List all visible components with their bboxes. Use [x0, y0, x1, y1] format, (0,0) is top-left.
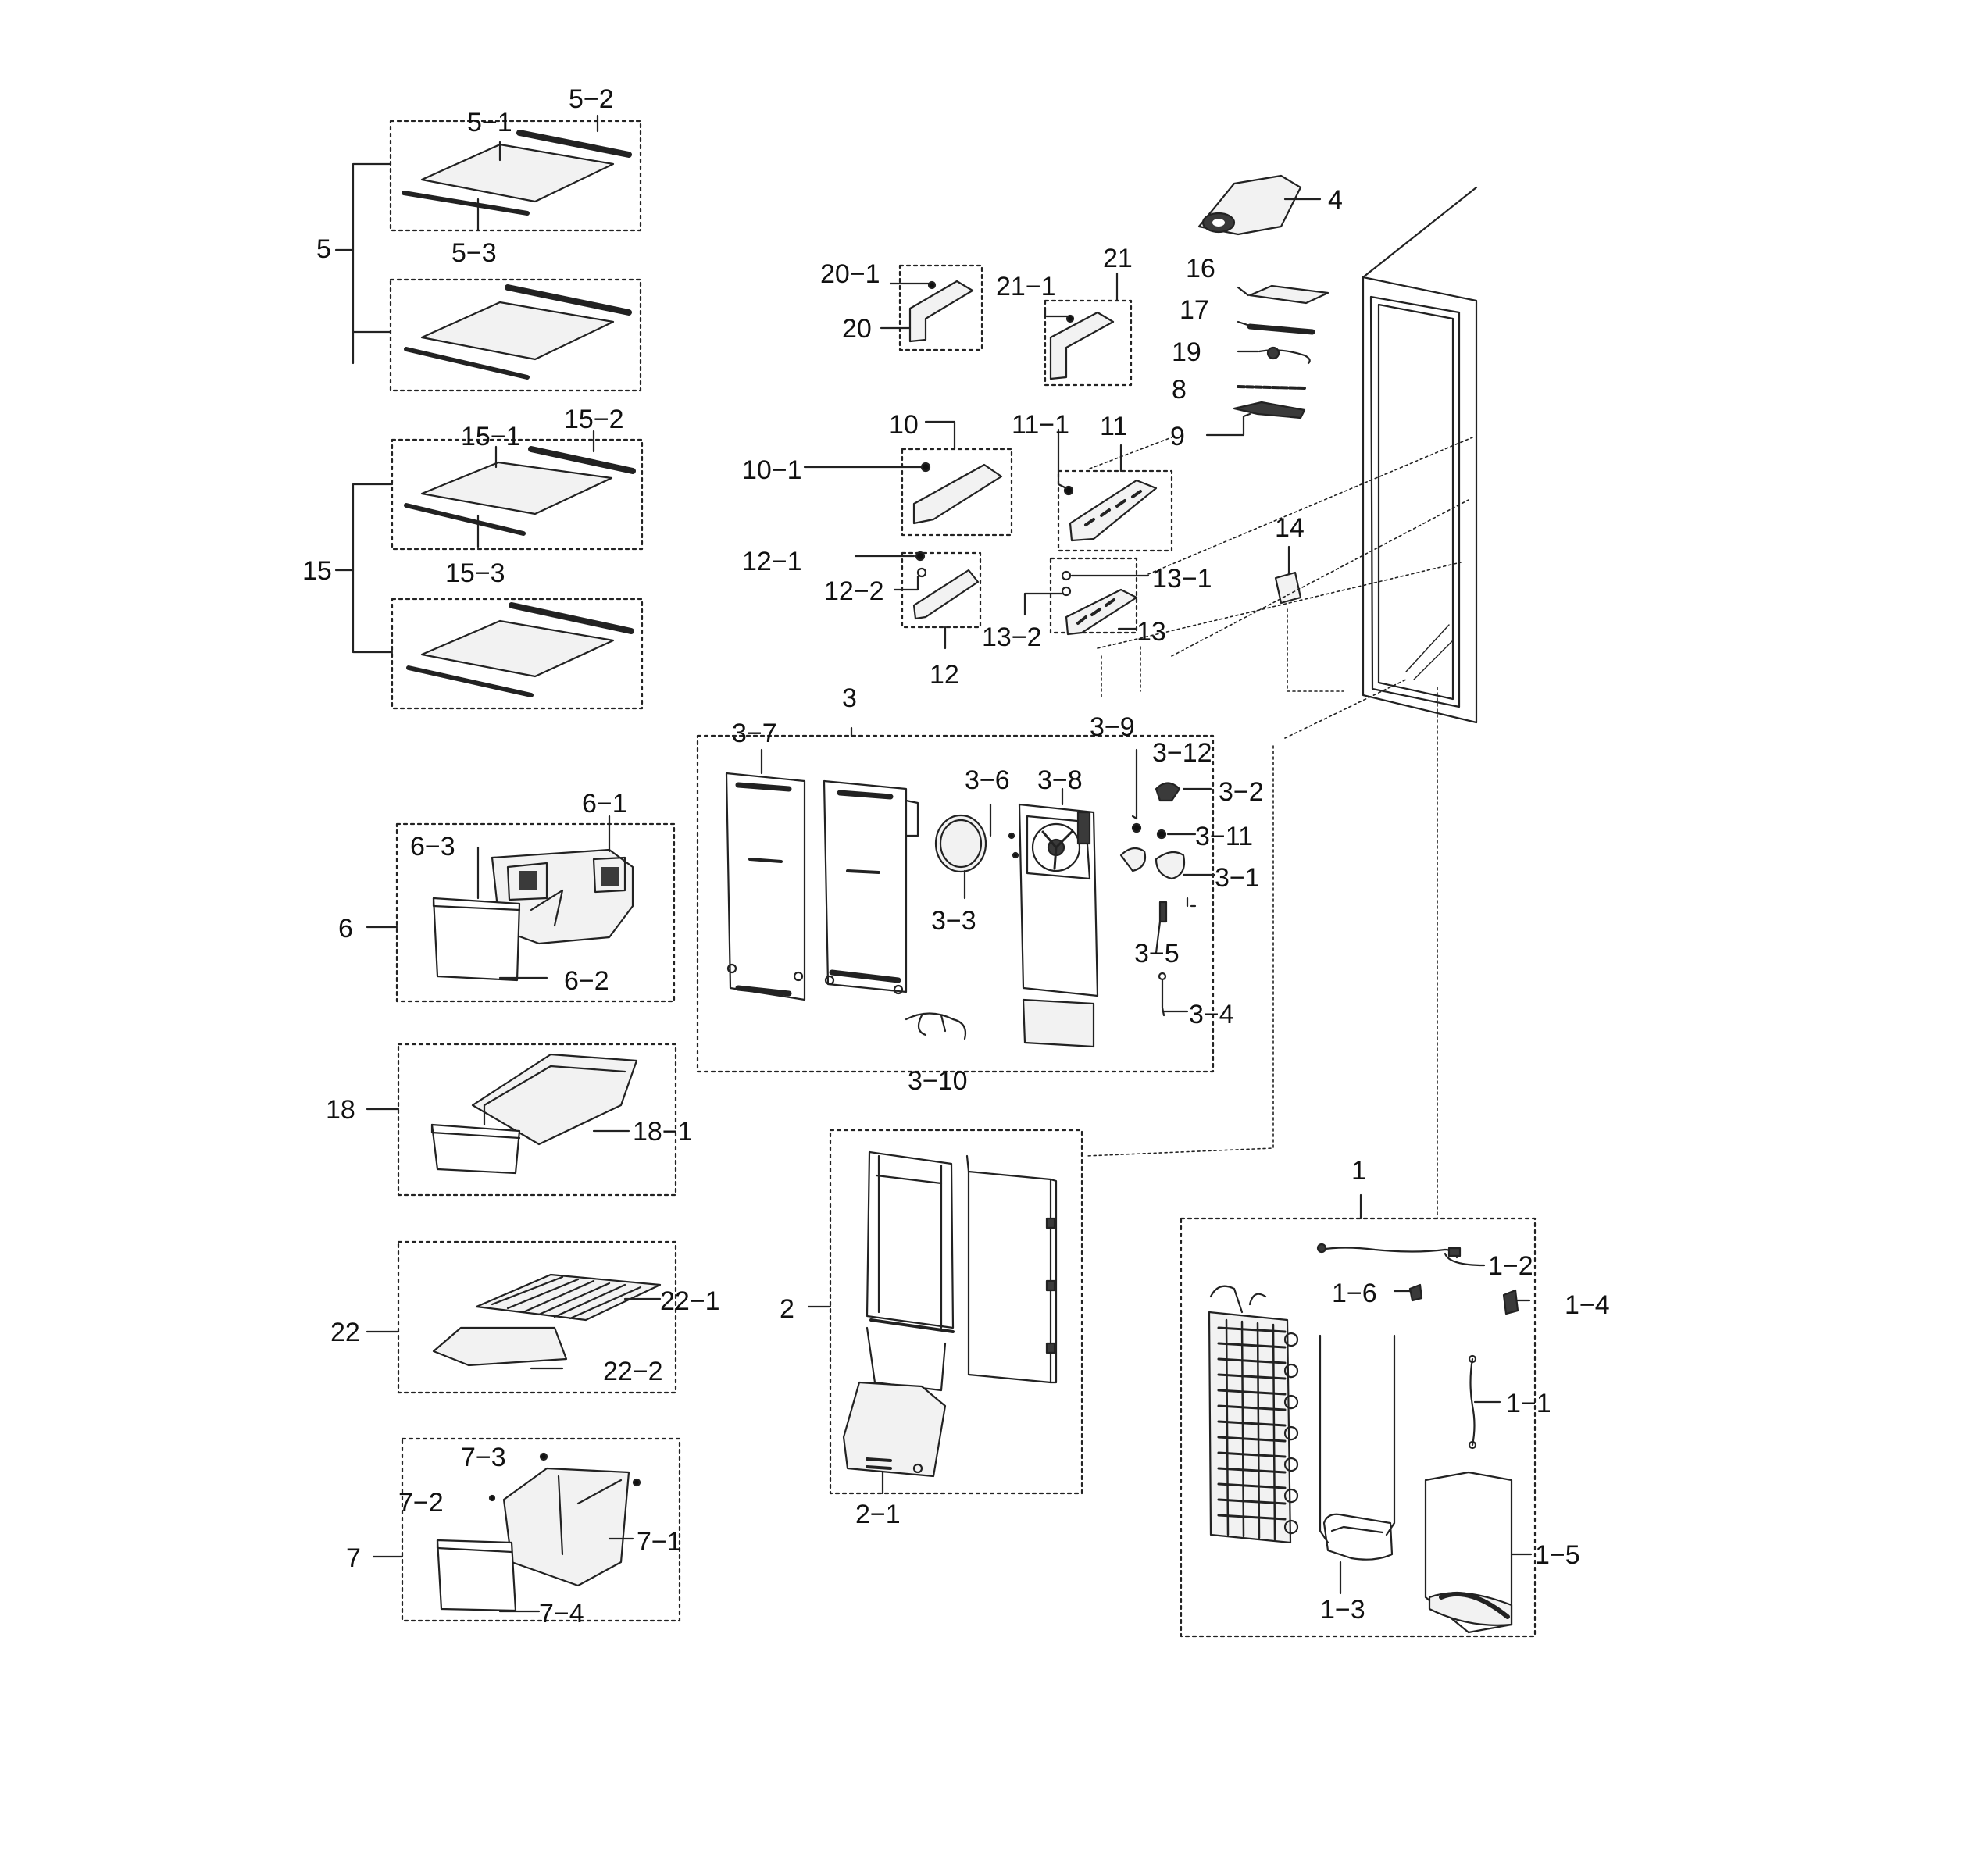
parts-20-21	[880, 264, 1133, 387]
callout-label-8: 8	[1172, 375, 1187, 405]
parts-10-13	[803, 420, 1173, 650]
callout-label-3-1: 3−1	[1215, 863, 1260, 893]
drawer-6	[366, 815, 676, 1003]
shelf-group-5	[334, 114, 642, 392]
callout-label-6-2: 6−2	[564, 966, 609, 996]
tray-22	[366, 1240, 677, 1394]
callout-label-7-3: 7−3	[461, 1443, 506, 1472]
callout-label-12-1: 12−1	[742, 547, 802, 576]
shelf-group-15	[334, 430, 644, 710]
callout-label-1-2: 1−2	[1488, 1251, 1533, 1281]
callout-label-15-2: 15−2	[564, 405, 624, 434]
callout-label-20-1: 20−1	[820, 259, 880, 289]
cabinet-outline	[1085, 186, 1478, 1219]
callout-label-3-9: 3−9	[1090, 712, 1135, 742]
callout-label-13-1: 13−1	[1152, 564, 1212, 594]
callout-label-22-2: 22−2	[603, 1357, 663, 1386]
callout-label-18: 18	[326, 1095, 355, 1125]
callout-label-3-5: 3−5	[1134, 939, 1180, 969]
callout-label-7-1: 7−1	[637, 1527, 682, 1557]
callout-label-10: 10	[889, 410, 919, 440]
callout-label-3-6: 3−6	[965, 765, 1010, 795]
callout-label-4: 4	[1328, 185, 1343, 215]
callout-label-6-1: 6−1	[582, 789, 627, 819]
callout-label-21-1: 21−1	[996, 272, 1056, 301]
callout-label-5: 5	[316, 234, 331, 264]
callout-label-22-1: 22−1	[660, 1286, 720, 1316]
assembly-2	[807, 1129, 1083, 1495]
callout-label-1-4: 1−4	[1565, 1290, 1610, 1320]
assembly-3	[696, 726, 1216, 1073]
callout-label-1: 1	[1351, 1156, 1366, 1186]
callout-label-11: 11	[1100, 412, 1127, 441]
callout-label-16: 16	[1186, 254, 1215, 284]
callout-label-15-3: 15−3	[445, 558, 505, 588]
callout-label-7-2: 7−2	[398, 1488, 444, 1518]
callout-label-3-4: 3−4	[1189, 1000, 1234, 1029]
callout-label-2: 2	[780, 1294, 794, 1324]
callout-label-6-3: 6−3	[410, 832, 455, 862]
callout-label-3-11: 3−11	[1195, 822, 1253, 851]
callout-label-11-1: 11−1	[1012, 410, 1069, 440]
callout-label-1-3: 1−3	[1320, 1595, 1365, 1625]
drawer-18	[366, 1043, 677, 1197]
callout-label-19: 19	[1172, 337, 1201, 367]
callout-label-18-1: 18−1	[633, 1117, 693, 1147]
callout-label-12-2: 12−2	[824, 576, 884, 606]
assembly-1	[1180, 1193, 1537, 1638]
callout-label-6: 6	[338, 914, 353, 944]
callout-label-1-5: 1−5	[1535, 1540, 1580, 1570]
parts-top-right	[1197, 174, 1329, 605]
callout-label-20: 20	[842, 314, 872, 344]
callout-label-15-1: 15−1	[461, 422, 521, 451]
callout-label-3-7: 3−7	[732, 719, 777, 748]
callout-label-3-2: 3−2	[1219, 777, 1264, 807]
callout-label-1-6: 1−6	[1332, 1279, 1377, 1308]
callout-label-3-3: 3−3	[931, 906, 976, 936]
callout-label-14: 14	[1275, 513, 1305, 543]
callout-label-3: 3	[842, 683, 857, 713]
callout-label-2-1: 2−1	[855, 1500, 901, 1529]
callout-label-10-1: 10−1	[742, 455, 802, 485]
drawer-7	[372, 1437, 681, 1622]
callout-label-13-2: 13−2	[982, 622, 1042, 652]
callout-label-3-10: 3−10	[908, 1066, 968, 1096]
callout-label-7-4: 7−4	[539, 1599, 584, 1628]
callout-label-3-12: 3−12	[1152, 738, 1212, 768]
callout-label-3-8: 3−8	[1037, 765, 1083, 795]
callout-label-5-3: 5−3	[451, 238, 497, 268]
callout-label-5-1: 5−1	[467, 108, 512, 137]
callout-label-5-2: 5−2	[569, 84, 614, 114]
callout-label-15: 15	[302, 556, 332, 586]
callout-label-7: 7	[346, 1543, 361, 1573]
callout-label-17: 17	[1180, 295, 1209, 325]
callout-label-12: 12	[930, 660, 959, 690]
callout-label-22: 22	[330, 1318, 360, 1347]
callout-label-9: 9	[1170, 422, 1185, 451]
callout-label-21: 21	[1103, 244, 1133, 273]
callout-label-13: 13	[1137, 617, 1166, 647]
callout-label-1-1: 1−1	[1506, 1389, 1551, 1418]
